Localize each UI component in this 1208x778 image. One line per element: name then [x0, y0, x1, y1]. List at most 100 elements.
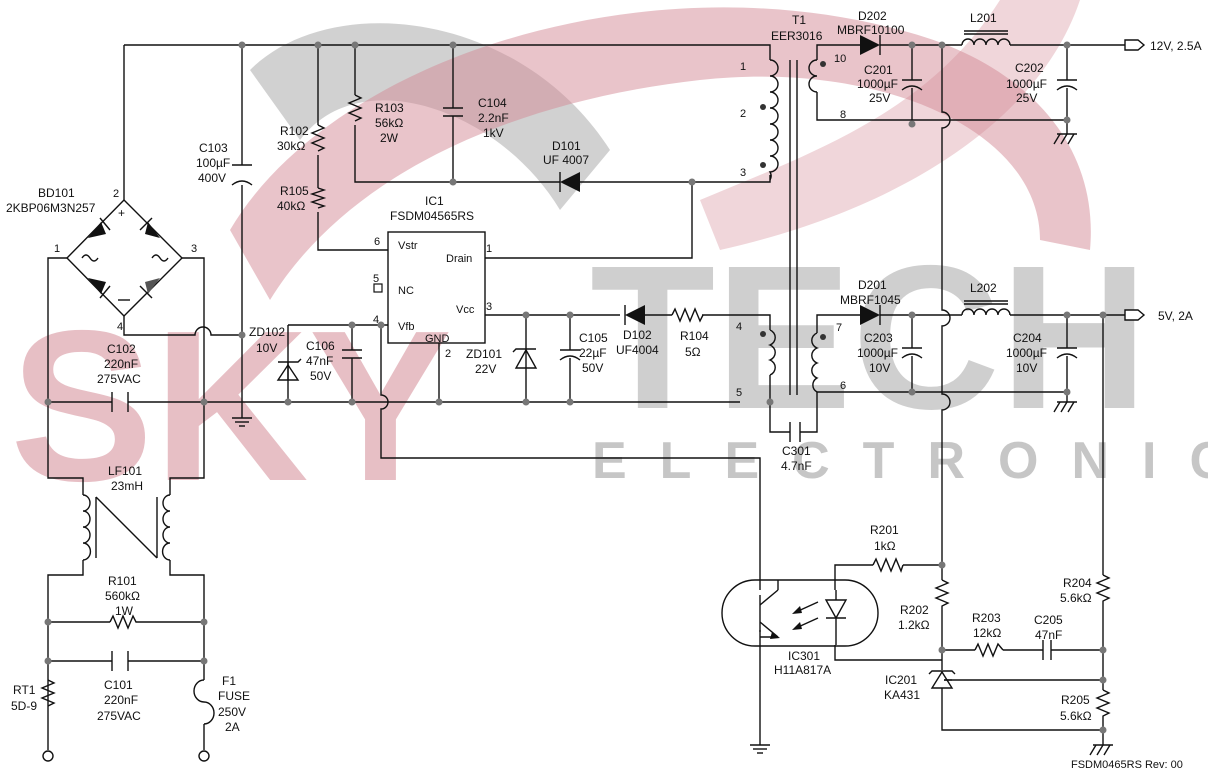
- component-label-c105-v2: 50V: [582, 361, 603, 375]
- c104-capacitor: [443, 107, 463, 117]
- component-label-c301-ref: C301: [782, 444, 811, 458]
- watermark-swoosh-red-2: [700, 0, 1080, 250]
- component-label-ic201-ref: IC201: [885, 673, 917, 687]
- pin-number: 4: [117, 321, 123, 333]
- component-label-c203-v1: 1000µF: [857, 346, 898, 360]
- component-label-r102-val: 30kΩ: [277, 139, 305, 153]
- component-label-r203-val: 12kΩ: [973, 626, 1001, 640]
- component-label-d101-ref: D101: [552, 139, 581, 153]
- component-label-f1-v2: 250V: [218, 705, 246, 719]
- component-label-c105-v1: 22µF: [579, 346, 607, 360]
- component-label-ic301-val: H11A817A: [774, 663, 831, 677]
- component-label-t1-ref: T1: [792, 13, 806, 27]
- component-label-zd101-val: 22V: [475, 362, 496, 376]
- ic1-body: [387, 231, 486, 344]
- pin-number: 3: [191, 243, 197, 255]
- l202-inductor: [961, 300, 1011, 316]
- component-label-c205-val: 47nF: [1035, 628, 1062, 642]
- component-label-c201-ref: C201: [864, 63, 893, 77]
- pin-number: 3: [486, 301, 492, 313]
- ic1-pin-vcc: Vcc: [456, 304, 475, 316]
- f1-fuse: [193, 679, 215, 725]
- d102-diode: [624, 305, 645, 325]
- ic1-pin-gnd: GND: [425, 333, 450, 345]
- component-label-c203-v2: 10V: [869, 361, 890, 375]
- pin-number: 4: [373, 314, 379, 326]
- component-label-d202-val: MBRF10100: [837, 23, 905, 37]
- pin-number: 5: [373, 273, 379, 285]
- component-label-c202-v2: 25V: [1016, 91, 1037, 105]
- component-label-t1-val: EER3016: [771, 29, 823, 43]
- r105-resistor: [309, 187, 327, 209]
- pin-number: 1: [54, 243, 60, 255]
- r202-resistor: [934, 579, 950, 610]
- r101-resistor: [109, 614, 138, 630]
- ground-primary-icon: [232, 417, 252, 427]
- lf101-choke: [82, 494, 171, 561]
- component-label-c106-v1: 47nF: [306, 354, 333, 368]
- component-label-d101-val: UF 4007: [543, 153, 589, 167]
- component-label-d201-val: MBRF1045: [840, 293, 901, 307]
- component-label-c106-v2: 50V: [310, 369, 331, 383]
- output-5v-terminal: [1124, 309, 1146, 321]
- component-label-d102-ref: D102: [623, 328, 652, 342]
- ic1-pin-drain: Drain: [446, 253, 472, 265]
- component-label-c101-v1: 220nF: [104, 693, 138, 707]
- watermark-brand-left: SKY: [10, 285, 452, 526]
- r104-resistor: [671, 307, 704, 323]
- component-label-c102-v2: 275VAC: [97, 372, 141, 386]
- component-label-r204-val: 5.6kΩ: [1060, 591, 1092, 605]
- c301-capacitor: [789, 422, 801, 442]
- ac-terminal-right: [198, 750, 210, 762]
- component-label-c204-v1: 1000µF: [1006, 346, 1047, 360]
- component-label-zd102-ref: ZD102: [249, 325, 285, 339]
- pin-number: 10: [834, 53, 846, 65]
- component-label-c102-v1: 220nF: [104, 357, 138, 371]
- component-label-f1-v3: 2A: [225, 720, 240, 734]
- component-label-c203-ref: C203: [864, 331, 893, 345]
- watermark-swoosh-red: [230, 7, 1091, 300]
- r102-resistor: [310, 124, 326, 152]
- ground-opto-icon: [750, 744, 770, 754]
- pin-number: 5: [736, 387, 742, 399]
- component-label-zd101-ref: ZD101: [466, 347, 502, 361]
- component-label-r103-ref: R103: [375, 101, 404, 115]
- component-label-d202-ref: D202: [858, 9, 887, 23]
- component-label-ic201-val: KA431: [884, 688, 920, 702]
- component-label-c201-v2: 25V: [869, 91, 890, 105]
- component-label-r202-ref: R202: [900, 603, 929, 617]
- component-label-ic1-val: FSDM04565RS: [390, 209, 474, 223]
- pin-number: 8: [840, 109, 846, 121]
- d101-diode: [559, 172, 580, 192]
- component-label-c204-ref: C204: [1013, 331, 1042, 345]
- component-label-c106-ref: C106: [306, 339, 335, 353]
- c106-capacitor: [342, 349, 362, 359]
- r203-resistor: [974, 642, 1004, 658]
- pin-number: 6: [840, 380, 846, 392]
- component-label-r103-v1: 56kΩ: [375, 116, 403, 130]
- d201-diode: [860, 305, 881, 325]
- output-5v-label: 5V, 2A: [1158, 309, 1193, 323]
- r204-resistor: [1095, 574, 1111, 605]
- ground-12v-icon: [1053, 133, 1077, 145]
- rt1-thermistor: [40, 679, 56, 707]
- component-label-r101-v1: 560kΩ: [105, 589, 140, 603]
- component-label-c104-ref: C104: [478, 96, 507, 110]
- wires: [47, 44, 1125, 750]
- junctions: [44, 41, 1107, 734]
- component-label-f1-ref: F1: [222, 674, 236, 688]
- ic201-shunt-regulator: [928, 670, 956, 689]
- ic1-pin-vstr: Vstr: [398, 240, 418, 252]
- pin-number: 1: [486, 243, 492, 255]
- component-label-l202-ref: L202: [970, 281, 997, 295]
- ic1-pin-nc: NC: [398, 285, 414, 297]
- ground-output-icon: [1089, 744, 1113, 756]
- c101-capacitor: [111, 651, 129, 671]
- component-label-r105-val: 40kΩ: [277, 199, 305, 213]
- watermark-brand-right: TECH: [590, 223, 1148, 452]
- component-label-ic1-ref: IC1: [425, 194, 444, 208]
- component-label-ic301-ref: IC301: [788, 649, 820, 663]
- component-label-c103-v1: 100µF: [196, 156, 230, 170]
